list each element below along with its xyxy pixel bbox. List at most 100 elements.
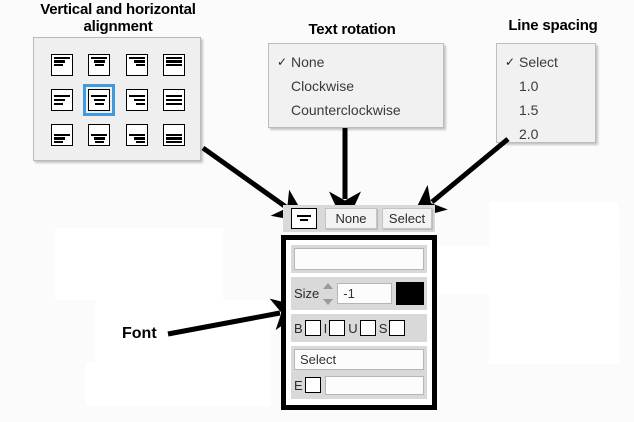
align-line: [133, 137, 145, 140]
align-line: [133, 60, 145, 63]
align-line: [166, 137, 183, 140]
align-line: [166, 141, 183, 144]
bold-label: B: [294, 320, 303, 336]
alignment-picker-panel[interactable]: [33, 37, 201, 161]
text-rotation-select[interactable]: None: [325, 208, 377, 229]
alignment-cell-top-right[interactable]: [118, 47, 156, 82]
background-artifact: [430, 246, 620, 294]
font-effect-row: E: [294, 374, 424, 396]
alignment-grid[interactable]: [43, 47, 193, 153]
align-line: [53, 102, 63, 105]
align-line: [94, 64, 104, 67]
line-spacing-option-2[interactable]: 1.5: [497, 98, 595, 122]
align-line: [53, 64, 63, 67]
italic-label: I: [323, 320, 328, 336]
callout-title-rotation: Text rotation: [308, 21, 396, 38]
italic-checkbox[interactable]: [329, 320, 346, 336]
align-line: [128, 133, 145, 136]
stepper-down-icon[interactable]: [322, 298, 333, 305]
font-size-stepper[interactable]: [321, 282, 334, 305]
line-spacing-option-3[interactable]: 2.0: [497, 122, 595, 146]
align-line: [53, 141, 63, 144]
alignment-cell-bottom-center[interactable]: [81, 118, 119, 153]
alignment-cell-bottom-justify[interactable]: [156, 118, 194, 153]
alignment-cell-top-center[interactable]: [81, 47, 119, 82]
align-line: [166, 60, 183, 63]
background-artifact: [489, 202, 619, 252]
line-spacing-option-0[interactable]: ✓Select: [497, 50, 595, 74]
align-line: [91, 56, 108, 59]
check-icon: ✓: [276, 55, 288, 69]
align-line: [166, 102, 183, 105]
align-line: [53, 95, 70, 98]
text-rotation-option-label: Counterclockwise: [291, 102, 401, 118]
font-name-group: [291, 245, 427, 273]
align-line: [93, 137, 105, 140]
callout-title-alignment: Vertical and horizontal alignment: [12, 1, 224, 36]
align-line: [93, 60, 105, 63]
align-middle-right-icon: [125, 88, 148, 111]
strikethrough-label: S: [378, 320, 388, 336]
align-line: [53, 98, 65, 102]
alignment-cell-middle-justify[interactable]: [156, 82, 194, 117]
align-line: [166, 56, 183, 59]
style-group-underline: U: [348, 320, 377, 336]
text-rotation-option-2[interactable]: Counterclockwise: [269, 98, 443, 122]
align-top-left-icon: [50, 53, 73, 76]
alignment-cell-bottom-right[interactable]: [118, 118, 156, 153]
line-spacing-option-label: 2.0: [519, 126, 539, 142]
style-group-italic: I: [324, 320, 348, 336]
underline-checkbox[interactable]: [359, 320, 376, 336]
align-line: [128, 95, 145, 98]
text-rotation-option-0[interactable]: ✓None: [269, 50, 443, 74]
font-effect-group: Select E: [291, 346, 427, 399]
font-effect-select[interactable]: Select: [294, 349, 424, 370]
alignment-cell-middle-center[interactable]: [81, 82, 119, 117]
align-center-icon: [296, 211, 312, 226]
align-line: [128, 56, 145, 59]
bold-checkbox[interactable]: [304, 320, 321, 336]
align-top-justify-icon: [163, 53, 186, 76]
alignment-cell-bottom-left[interactable]: [43, 118, 81, 153]
line-spacing-dropdown-list[interactable]: ✓Select 1.0 1.5 2.0: [496, 43, 596, 143]
alignment-cell-top-left[interactable]: [43, 47, 81, 82]
line-spacing-select[interactable]: Select: [382, 208, 432, 229]
align-middle-center-icon: [88, 88, 111, 111]
align-line: [166, 64, 183, 67]
align-center-icon-button[interactable]: [291, 208, 317, 229]
stepper-up-icon[interactable]: [322, 282, 333, 289]
align-line: [53, 56, 70, 59]
callout-title-spacing: Line spacing: [508, 17, 598, 34]
align-top-center-icon: [88, 53, 111, 76]
line-spacing-option-label: 1.5: [519, 102, 539, 118]
align-bottom-center-icon: [88, 124, 111, 147]
strikethrough-checkbox[interactable]: [389, 320, 406, 336]
callout-alignment-line1: Vertical and horizontal: [40, 1, 196, 18]
widget-toolbar: None Select: [283, 205, 435, 232]
align-line: [135, 64, 145, 67]
align-line: [166, 133, 183, 136]
text-rotation-option-label: None: [291, 54, 325, 70]
align-line: [93, 98, 105, 102]
font-name-input[interactable]: [294, 248, 424, 270]
effect-value-input[interactable]: [324, 375, 424, 395]
alignment-cell-top-justify[interactable]: [156, 47, 194, 82]
font-color-swatch[interactable]: [396, 282, 424, 305]
align-line: [91, 95, 108, 98]
align-line: [135, 102, 145, 105]
font-size-input[interactable]: -1: [337, 283, 392, 304]
align-line: [94, 102, 104, 105]
line-spacing-option-1[interactable]: 1.0: [497, 74, 595, 98]
background-artifact: [85, 362, 271, 406]
align-line: [135, 141, 145, 144]
alignment-cell-middle-right[interactable]: [118, 82, 156, 117]
line-spacing-option-label: 1.0: [519, 78, 539, 94]
style-group-bold: B: [294, 320, 323, 336]
effect-checkbox[interactable]: [304, 377, 321, 393]
alignment-cell-middle-left[interactable]: [43, 82, 81, 117]
text-rotation-option-1[interactable]: Clockwise: [269, 74, 443, 98]
callout-alignment-line2: alignment: [83, 17, 153, 35]
